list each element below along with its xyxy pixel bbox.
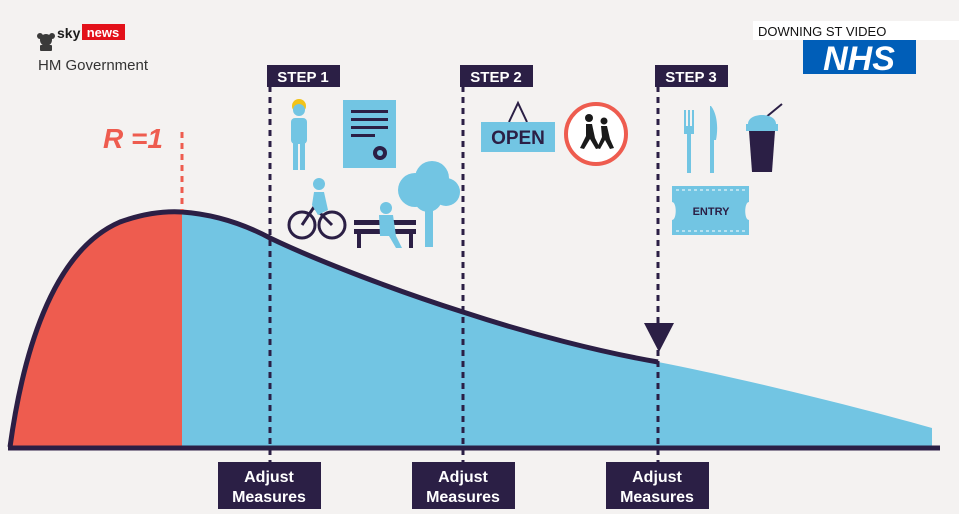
certificate-icon [343, 100, 396, 168]
nhs-wordmark: NHS [823, 40, 895, 78]
bench-icon [354, 202, 416, 248]
feed-label-box [753, 21, 959, 40]
step-1-label: STEP 1 [277, 69, 328, 86]
step-2-label-box [460, 65, 533, 87]
news-wordmark: news [87, 25, 120, 40]
crest-icon [37, 33, 55, 51]
feed-label: DOWNING ST VIDEO [758, 24, 886, 39]
adjust-measures-1-box [218, 462, 321, 509]
adjust-measures-2-box [412, 462, 515, 509]
arrow-marker-icon [644, 323, 674, 352]
ticket-text: ENTRY [693, 206, 731, 218]
logo-block: sky news HM Government [37, 24, 149, 74]
adjust-measures-3-box [606, 462, 709, 509]
adjust-measures-2-line2: Measures [426, 489, 500, 506]
curve-blue-area [182, 212, 932, 447]
adjust-measures-3-line1: Adjust [632, 469, 682, 486]
news-badge [82, 24, 125, 40]
step-2-label: STEP 2 [470, 69, 521, 86]
government-label: HM Government [38, 57, 149, 74]
nhs-logo [803, 40, 916, 74]
cyclist-icon [287, 178, 347, 240]
sky-wordmark: sky [57, 25, 81, 41]
cutlery-icon [684, 106, 718, 173]
open-sign-text: OPEN [491, 128, 545, 149]
open-sign-icon: OPEN [481, 100, 555, 152]
adjust-measures-1-line2: Measures [232, 489, 306, 506]
drink-icon [746, 103, 783, 172]
adjust-measures-1-line1: Adjust [244, 469, 294, 486]
adjust-measures-3-line2: Measures [620, 489, 694, 506]
school-children-icon [564, 102, 628, 166]
worker-icon [291, 99, 307, 170]
step-3-label: STEP 3 [665, 69, 716, 86]
ticket-icon: ENTRY [672, 186, 749, 235]
curve-outline [7, 209, 659, 448]
adjust-measures-2-line1: Adjust [438, 469, 488, 486]
step-3-label-box [655, 65, 728, 87]
curve-red-area [10, 211, 182, 447]
tree-icon [398, 161, 460, 247]
r-equals-one-label: R =1 [103, 123, 163, 154]
step-1-label-box [267, 65, 340, 87]
